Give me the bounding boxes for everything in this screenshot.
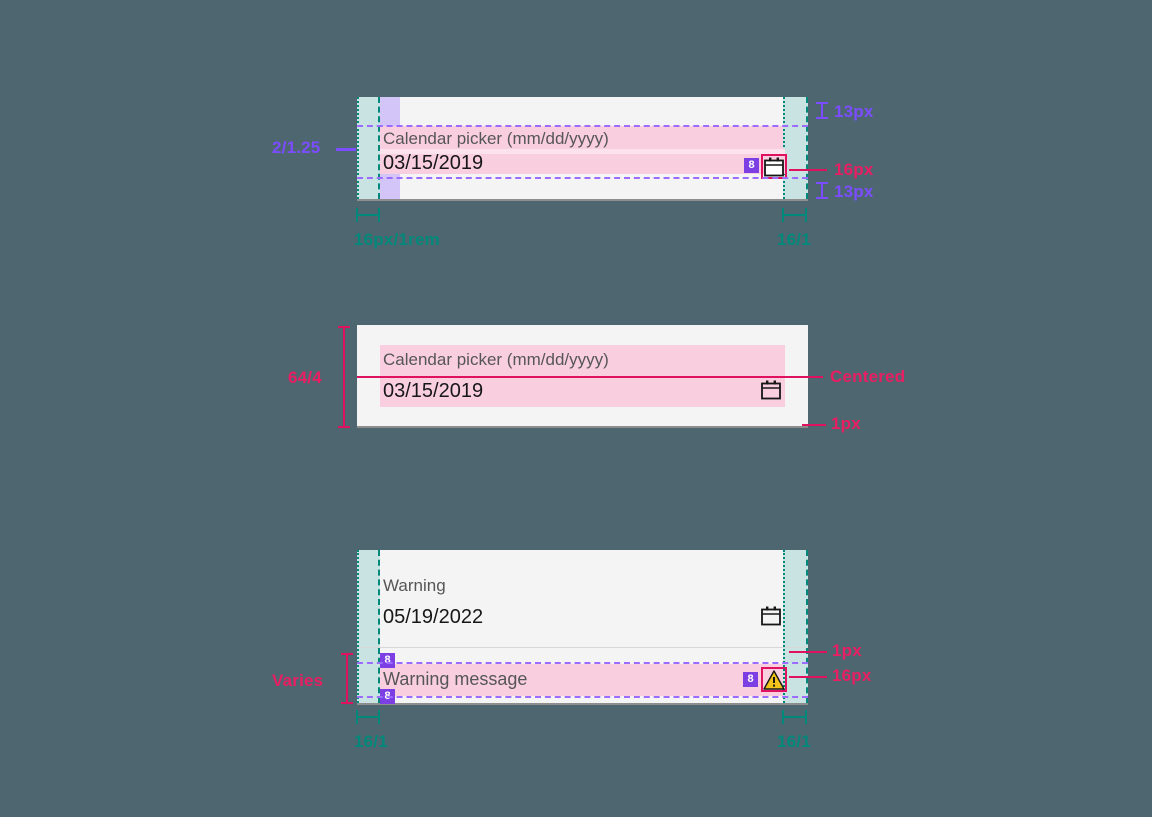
left-padding-band (357, 97, 380, 199)
warning-icon-size-leader (789, 676, 827, 678)
message-divider (357, 647, 808, 648)
label-highlight (380, 126, 783, 152)
warning-right-padding-measure (782, 710, 807, 724)
warning-field-value: 05/19/2022 (383, 606, 484, 628)
icon-size-annotation: 16px (834, 160, 874, 179)
plain-field-value: 03/15/2019 (383, 380, 484, 402)
line-height-annotation: 2/1.25 (272, 138, 321, 157)
line-height-connector (336, 148, 356, 151)
warning-left-padding-measure (356, 710, 380, 724)
plain-field-label: Calendar picker (mm/dd/yyyy) (383, 350, 609, 369)
bottom-spacing-tick (816, 182, 828, 199)
warning-triangle-icon[interactable] (763, 669, 785, 691)
bottom-spacing-annotation: 13px (834, 182, 874, 201)
warning-right-padding-annotation: 16/1 (777, 732, 811, 751)
warning-left-padding-annotation: 16/1 (354, 732, 388, 751)
warning-height-annotation: Varies (272, 671, 324, 690)
warning-icon-spacing-badge: 8 (743, 672, 758, 687)
warning-icon-measure-box (761, 667, 787, 692)
guide-top (357, 125, 808, 127)
guide-bottom (357, 177, 808, 179)
warning-field-label: Warning (383, 576, 446, 595)
date-picker-warning-card[interactable]: Warning 05/19/2022 Warning message 8 8 8 (357, 550, 808, 705)
warning-guide-top (357, 662, 808, 664)
date-picker-annotated-card[interactable]: Calendar picker (mm/dd/yyyy) 03/15/2019 … (357, 97, 808, 201)
bottom-spacing-band (380, 169, 400, 199)
warning-icon-size-annotation: 16px (832, 666, 872, 685)
plain-label-highlight (380, 345, 785, 373)
icon-size-leader (789, 169, 827, 171)
top-spacing-band (380, 97, 400, 127)
centered-annotation: Centered (830, 367, 906, 386)
warning-left-padding-band (357, 550, 380, 703)
top-spacing-annotation: 13px (834, 102, 874, 121)
warning-calendar-icon[interactable] (760, 605, 782, 627)
spacing-badge: 8 (744, 158, 759, 173)
warning-spacing-badge-top: 8 (380, 653, 395, 668)
calendar-icon[interactable] (763, 156, 785, 178)
field-label: Calendar picker (mm/dd/yyyy) (383, 129, 609, 148)
warning-divider-leader (789, 651, 827, 653)
right-padding-measure (782, 208, 807, 222)
centered-leader (357, 376, 823, 378)
border-annotation: 1px (831, 414, 861, 433)
warning-message-highlight (380, 664, 783, 696)
warning-guide-bottom (357, 696, 808, 698)
warning-message-text: Warning message (383, 669, 528, 689)
card-height-annotation: 64/4 (288, 368, 322, 387)
left-padding-annotation: 16px/1rem (354, 230, 440, 249)
border-leader (802, 424, 826, 426)
field-value: 03/15/2019 (383, 152, 484, 174)
value-highlight-lower (380, 154, 785, 174)
left-padding-measure (356, 208, 380, 222)
plain-calendar-icon[interactable] (760, 379, 782, 401)
warning-divider-annotation: 1px (832, 641, 862, 660)
warning-height-measure (341, 653, 353, 704)
value-highlight-upper (380, 149, 785, 154)
right-padding-annotation: 16/1 (777, 230, 811, 249)
plain-value-highlight (380, 373, 785, 407)
card-height-measure (338, 326, 350, 428)
right-padding-band (783, 97, 808, 199)
top-spacing-tick (816, 102, 828, 119)
